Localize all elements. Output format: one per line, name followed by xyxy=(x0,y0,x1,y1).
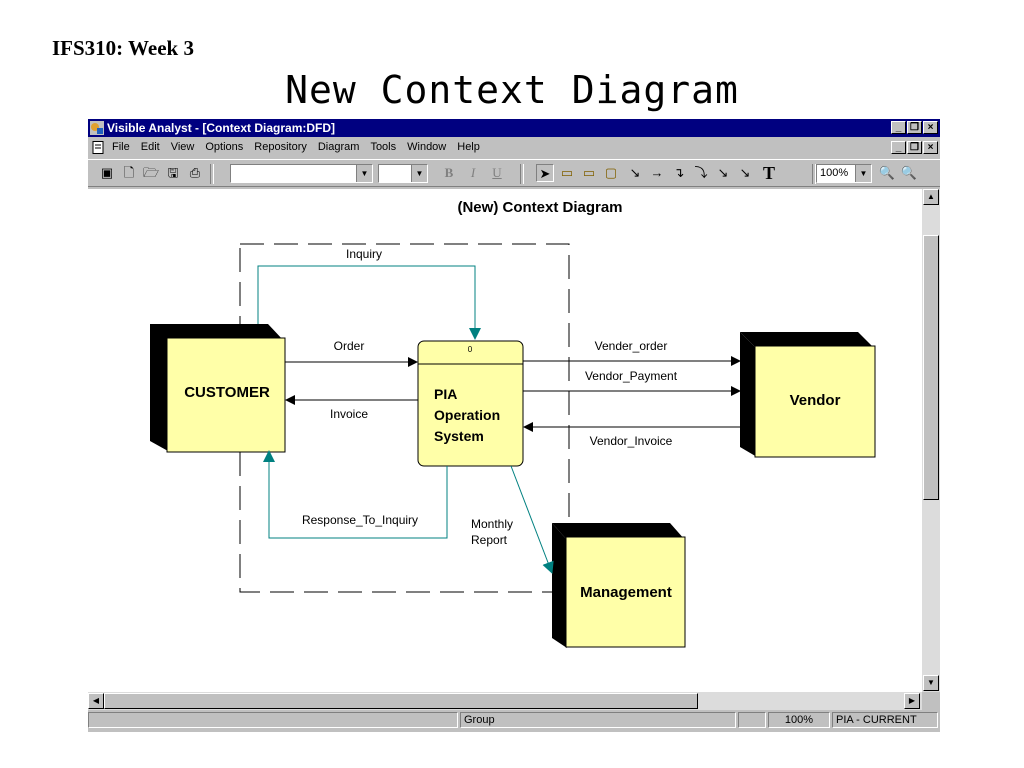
customer-entity[interactable]: CUSTOMER xyxy=(150,324,286,453)
monthly-label-line2: Report xyxy=(471,533,508,547)
underline-icon[interactable]: U xyxy=(492,165,502,180)
vender-order-label: Vender_order xyxy=(595,339,668,353)
menu-repository[interactable]: Repository xyxy=(254,141,307,153)
minimize-button[interactable]: _ xyxy=(891,121,906,134)
status-message xyxy=(88,712,458,728)
menu-edit[interactable]: Edit xyxy=(140,141,160,153)
diagram-canvas[interactable]: (New) Context Diagram CUSTOMER Vendor xyxy=(88,189,922,692)
inquiry-label: Inquiry xyxy=(346,247,382,261)
zoom-value: 100% xyxy=(820,167,849,179)
zoom-in-icon[interactable]: 🔍 xyxy=(878,165,896,180)
scroll-up-icon[interactable]: ▲ xyxy=(923,189,939,205)
doc-close-button[interactable]: × xyxy=(923,141,938,154)
customer-label: CUSTOMER xyxy=(184,384,270,401)
scroll-left-icon[interactable]: ◀ xyxy=(88,693,104,709)
invoice-label: Invoice xyxy=(330,407,368,421)
pia-process[interactable]: 0 PIA Operation System xyxy=(417,340,524,467)
scroll-right-icon[interactable]: ▶ xyxy=(904,693,920,709)
context-diagram[interactable]: (New) Context Diagram CUSTOMER Vendor xyxy=(88,189,922,692)
window-title: Visible Analyst - [Context Diagram:DFD] xyxy=(107,121,336,135)
vendor-invoice-label: Vendor_Invoice xyxy=(590,434,673,448)
select-pointer-icon[interactable]: ➤ xyxy=(536,164,554,182)
flow-diagonal-icon[interactable]: ↘ xyxy=(629,165,641,180)
toolbar: ▣ 🗋 🗁 🖫 ⎙ ▼ ▼ B I U ➤ ▭ ▭ ▢ ↘ → ↴ ⤵ ↘ ↘ … xyxy=(88,159,940,187)
menu-view[interactable]: View xyxy=(170,141,195,153)
data-store-tool-icon[interactable]: ▭ xyxy=(582,165,596,180)
chevron-down-icon[interactable]: ▼ xyxy=(411,165,427,182)
new-file-icon[interactable]: 🗋 xyxy=(123,165,135,180)
app-icon xyxy=(90,121,104,135)
menu-options[interactable]: Options xyxy=(205,141,244,153)
flow-curve-icon[interactable]: ⤵ xyxy=(694,165,708,180)
process-line2: Operation xyxy=(434,407,500,423)
chevron-down-icon[interactable]: ▼ xyxy=(356,165,372,182)
vertical-scroll-thumb[interactable] xyxy=(923,235,939,500)
slide-label: IFS310: Week 3 xyxy=(52,36,194,60)
process-tool-icon[interactable]: ▭ xyxy=(560,165,574,180)
menu-help[interactable]: Help xyxy=(457,141,480,153)
slide-title: New Context Diagram xyxy=(285,68,739,112)
flow-bold-icon[interactable]: ↘ xyxy=(739,165,751,180)
monthly-label-line1: Monthly xyxy=(471,517,513,531)
menu-diagram[interactable]: Diagram xyxy=(317,141,360,153)
order-label: Order xyxy=(334,339,365,353)
process-line3: System xyxy=(434,428,484,444)
response-label: Response_To_Inquiry xyxy=(302,513,418,527)
status-blank xyxy=(738,712,766,728)
scroll-down-icon[interactable]: ▼ xyxy=(923,675,939,691)
management-label: Management xyxy=(580,584,672,601)
title-bar[interactable]: Visible Analyst - [Context Diagram:DFD] … xyxy=(88,119,940,137)
repository-icon[interactable]: ▣ xyxy=(100,165,114,180)
zoom-out-icon[interactable]: 🔍 xyxy=(900,165,918,180)
zoom-combo[interactable]: 100% ▼ xyxy=(816,164,872,183)
horizontal-scroll-thumb[interactable] xyxy=(104,693,698,709)
response-flow[interactable] xyxy=(263,450,448,539)
chevron-down-icon[interactable]: ▼ xyxy=(855,165,871,182)
close-button[interactable]: × xyxy=(923,121,938,134)
flow-angled-icon[interactable]: ↘ xyxy=(717,165,729,180)
status-mode: Group xyxy=(460,712,736,728)
process-line1: PIA xyxy=(434,386,457,402)
font-combo[interactable]: ▼ xyxy=(230,164,373,183)
text-tool-icon[interactable]: T xyxy=(762,163,775,183)
restore-button[interactable]: ❐ xyxy=(907,121,922,134)
status-bar: Group 100% PIA - CURRENT xyxy=(88,710,940,730)
doc-minimize-button[interactable]: _ xyxy=(891,141,906,154)
status-zoom: 100% xyxy=(768,712,830,728)
management-entity[interactable]: Management xyxy=(552,523,686,648)
process-number: 0 xyxy=(468,345,473,354)
flow-elbow-icon[interactable]: ↴ xyxy=(673,165,685,180)
diagram-title: (New) Context Diagram xyxy=(457,199,622,216)
status-project: PIA - CURRENT xyxy=(832,712,938,728)
monthly-report-flow[interactable] xyxy=(510,465,554,574)
entity-tool-icon[interactable]: ▢ xyxy=(604,165,618,180)
vendor-entity[interactable]: Vendor xyxy=(740,332,876,458)
bold-icon[interactable]: B xyxy=(444,165,454,180)
document-icon[interactable] xyxy=(92,141,104,154)
vendor-label: Vendor xyxy=(790,392,841,409)
menu-window[interactable]: Window xyxy=(407,141,447,153)
menu-tools[interactable]: Tools xyxy=(370,141,397,153)
open-folder-icon[interactable]: 🗁 xyxy=(142,165,160,180)
menu-bar: File Edit View Options Repository Diagra… xyxy=(88,138,940,157)
size-combo[interactable]: ▼ xyxy=(378,164,428,183)
save-icon[interactable]: 🖫 xyxy=(167,165,179,180)
inquiry-flow[interactable] xyxy=(257,265,481,340)
italic-icon[interactable]: I xyxy=(470,165,476,180)
flow-straight-icon[interactable]: → xyxy=(650,165,664,180)
print-icon[interactable]: ⎙ xyxy=(189,165,201,180)
vertical-scrollbar[interactable]: ▲ ▼ xyxy=(922,189,940,692)
menu-file[interactable]: File xyxy=(112,141,130,153)
vendor-payment-label: Vendor_Payment xyxy=(585,369,678,383)
app-window: Visible Analyst - [Context Diagram:DFD] … xyxy=(88,119,940,732)
horizontal-scrollbar[interactable]: ◀ ▶ xyxy=(88,692,922,710)
doc-restore-button[interactable]: ❐ xyxy=(907,141,922,154)
